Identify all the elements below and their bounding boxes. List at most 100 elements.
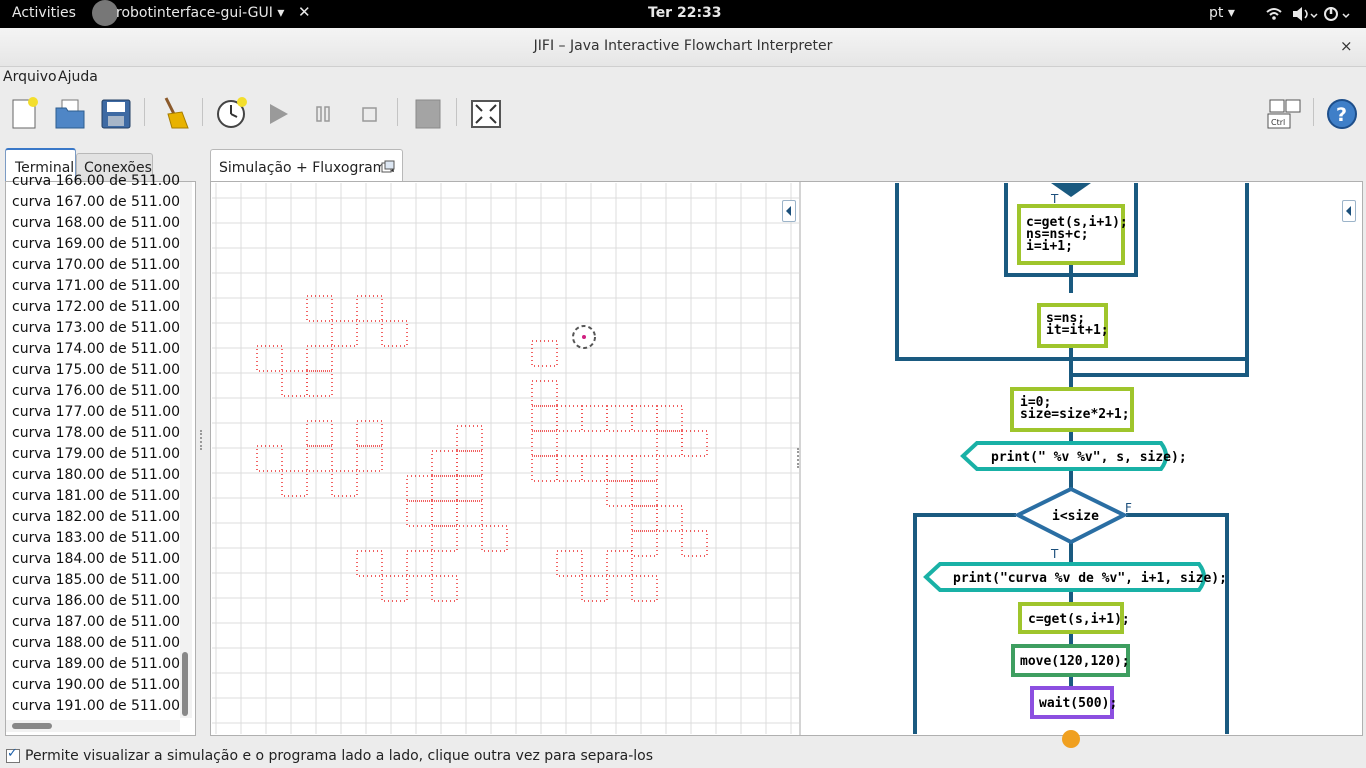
svg-text:c=get(s,i+1);: c=get(s,i+1); [1028,612,1130,627]
pause-icon[interactable] [309,96,339,126]
terminal-line: curva 185.00 de 511.00 [12,572,181,588]
robot-icon [572,325,596,349]
terminal-line: curva 167.00 de 511.00 [12,194,181,210]
stop-icon[interactable] [355,96,385,126]
menu-ajuda[interactable]: Ajuda [58,69,98,85]
new-file-icon[interactable] [9,96,39,129]
collapse-simulation-icon[interactable] [782,200,796,222]
block-s-ns[interactable]: s=ns; it=it+1; [1037,303,1109,348]
keyboard-shortcut-icon[interactable]: Ctrl [1267,96,1303,129]
label-true-top: T [1050,192,1059,206]
language-selector[interactable]: pt ▾ [1209,5,1235,21]
wifi-icon [1266,7,1350,21]
clock[interactable]: Ter 22:33 [648,5,722,21]
terminal-line: curva 190.00 de 511.00 [12,677,181,693]
play-icon[interactable] [264,96,294,126]
terminal-line: curva 179.00 de 511.00 [12,446,181,462]
terminal-panel: curva 166.00 de 511.00 curva 167.00 de 51… [5,173,196,736]
terminal-line: curva 186.00 de 511.00 [12,593,181,609]
tab-terminal[interactable]: Terminal [5,148,76,183]
terminal-line: curva 187.00 de 511.00 [12,614,181,630]
tab-conexoes-label: Conexões [84,160,152,176]
terminal-line: curva 180.00 de 511.00 [12,467,181,483]
terminal-vertical-scrollbar[interactable] [180,182,192,718]
status-text: Permite visualizar a simulação e o progr… [25,748,654,764]
flowchart-canvas[interactable]: T c=get(s,i+1); ns=ns+c; i=i+1; s=ns; it… [801,183,1361,748]
simulation-grid [212,183,799,734]
terminal-line: curva 178.00 de 511.00 [12,425,181,441]
detach-tab-icon[interactable] [381,160,395,173]
block-get-c[interactable]: c=get(s,i+1); [1018,602,1130,634]
activities-button[interactable]: Activities [12,5,76,21]
terminal-line: curva 191.00 de 511.00 [12,698,181,714]
system-tray[interactable] [1265,5,1355,27]
top-decision-tail [1051,183,1091,197]
open-folder-icon[interactable] [54,96,85,129]
help-icon[interactable]: ? [1325,96,1359,129]
toolbar-separator [456,98,457,126]
status-bar: Permite visualizar a simulação e o progr… [0,744,1366,768]
fullscreen-icon[interactable] [470,96,501,128]
tab-simulacao-label: Simulação + Fluxograma [219,160,395,176]
terminal-line: curva 174.00 de 511.00 [12,341,181,357]
side-by-side-checkbox[interactable] [6,746,20,763]
toolbar-separator [202,98,203,126]
svg-text:it=it+1;: it=it+1; [1046,323,1109,338]
system-top-bar: Activities robotinterface-gui-GUI ▾ ✕ Te… [0,0,1366,28]
terminal-line: curva 171.00 de 511.00 [12,278,181,294]
svg-text:wait(500);: wait(500); [1039,696,1117,711]
terminal-line: curva 172.00 de 511.00 [12,299,181,315]
split-divider[interactable] [799,182,801,735]
terminal-line: curva 183.00 de 511.00 [12,530,181,546]
window-title-bar: JIFI – Java Interactive Flowchart Interp… [0,28,1366,67]
broom-icon[interactable] [158,96,189,129]
split-handle[interactable] [797,448,801,468]
decision-i-less-size[interactable]: i<size [1013,486,1129,545]
svg-text:s=ns;: s=ns; [1046,311,1085,326]
panel-resize-handle[interactable] [200,430,204,450]
terminal-horizontal-scrollbar[interactable] [6,720,180,732]
app-close-icon[interactable]: ✕ [298,3,311,21]
terminal-output[interactable]: curva 166.00 de 511.00 curva 167.00 de 51… [6,173,180,718]
svg-text:ns=ns+c;: ns=ns+c; [1026,227,1089,242]
terminal-line: curva 177.00 de 511.00 [12,404,181,420]
label-true: T [1050,547,1059,561]
svg-text:c=get(s,i+1);: c=get(s,i+1); [1026,215,1128,230]
simulation-canvas[interactable] [212,183,799,734]
toolbar-separator [144,98,145,126]
block-i-size[interactable]: i=0; size=size*2+1; [1010,387,1134,432]
window-close-button[interactable]: × [1340,37,1353,55]
terminal-line: curva 176.00 de 511.00 [12,383,181,399]
print-s-size[interactable]: print(" %v %v", s, size); [960,441,1187,471]
next-block-indicator [1062,730,1080,748]
block-move[interactable]: move(120,120); [1011,644,1130,677]
app-logo-icon [92,0,118,26]
terminal-line: curva 175.00 de 511.00 [12,362,181,378]
menu-arquivo[interactable]: Arquivo [3,69,57,85]
toolbar-separator [397,98,398,126]
terminal-line: curva 170.00 de 511.00 [12,257,181,273]
svg-text:i<size: i<size [1052,509,1099,524]
window-title: JIFI – Java Interactive Flowchart Interp… [533,38,833,54]
svg-text:size=size*2+1;: size=size*2+1; [1020,407,1130,422]
flowchart: T c=get(s,i+1); ns=ns+c; i=i+1; s=ns; it… [895,183,1249,748]
save-icon[interactable] [100,96,131,129]
terminal-line: curva 189.00 de 511.00 [12,656,181,672]
step-icon[interactable] [413,96,443,129]
scrollbar-thumb[interactable] [12,723,52,729]
terminal-line: curva 182.00 de 511.00 [12,509,181,525]
timer-icon[interactable] [215,96,247,128]
terminal-line: curva 166.00 de 511.00 [12,173,181,189]
tab-simulacao-fluxograma[interactable]: Simulação + Fluxograma [210,149,403,182]
scrollbar-thumb[interactable] [182,652,188,716]
svg-text:print("curva %v de %v", i+1, s: print("curva %v de %v", i+1, size); [953,571,1227,586]
collapse-flowchart-icon[interactable] [1342,200,1356,222]
terminal-line: curva 188.00 de 511.00 [12,635,181,651]
tab-conexoes[interactable]: Conexões [76,153,153,182]
print-curva[interactable]: print("curva %v de %v", i+1, size); [923,562,1227,592]
app-menu-button[interactable]: robotinterface-gui-GUI ▾ [116,5,285,21]
label-false: F [1125,501,1132,515]
toolbar: Ctrl ? [0,92,1366,134]
block-get-ns[interactable]: c=get(s,i+1); ns=ns+c; i=i+1; [1017,204,1128,265]
block-wait[interactable]: wait(500); [1030,686,1117,719]
